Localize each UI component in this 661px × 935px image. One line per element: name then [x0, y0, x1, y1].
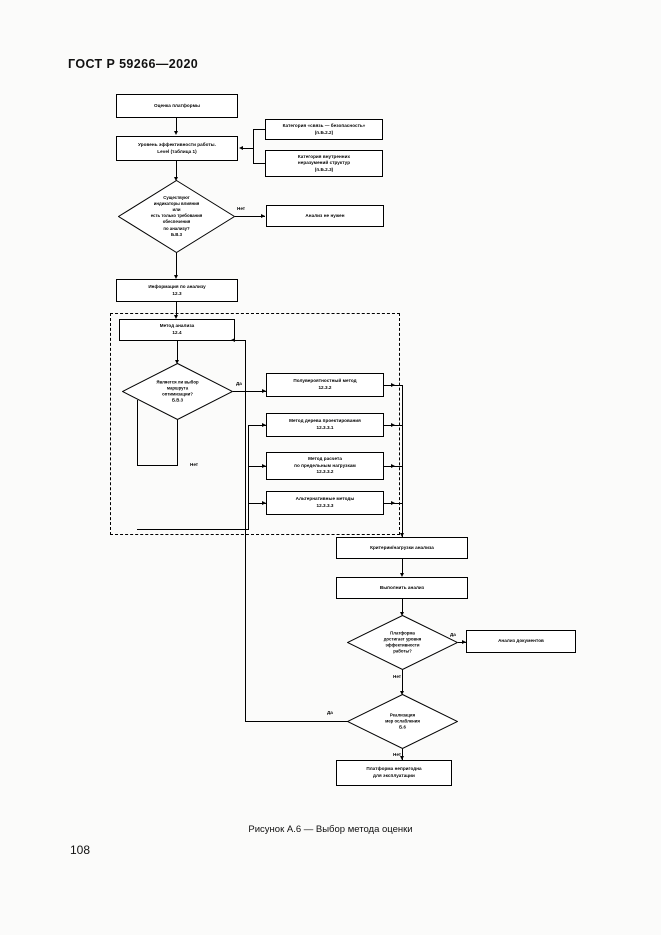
node-category-internal: Категория внутренних неразумений структу… — [265, 150, 383, 177]
node-method-alternative-label: Альтернативные методы 12.3.3.3 — [295, 496, 355, 508]
arrowhead-left — [231, 338, 235, 342]
node-document-analysis: Анализ документов — [466, 630, 576, 653]
node-perform-analysis-label: Выполнить анализ — [379, 584, 425, 590]
arrowhead-right — [262, 464, 266, 468]
edge-mitigation-loop-up — [245, 340, 246, 722]
edge-platform-to-level — [176, 118, 177, 132]
edge-perform-to-decision — [402, 599, 403, 613]
arrowhead-down — [400, 691, 404, 695]
node-decision-reaches-level: Платформа достигает уровня эффективности… — [347, 615, 458, 670]
edge-label-no-indicators: Нет — [237, 206, 246, 211]
edge-bus-to-design-tree — [248, 425, 266, 426]
edge-label-yes-route: Да — [236, 381, 242, 386]
node-method-semiprob-label: Полувероятностный метод 12.3.2 — [293, 378, 357, 390]
arrowhead-down — [174, 275, 178, 279]
arrowhead-down — [400, 573, 404, 577]
node-method-limit-loads-label: Метод расчета по предельным нагрузкам 12… — [294, 456, 356, 475]
edge-category-internal-stub — [253, 163, 265, 164]
edge-label-no-mitigation: Нет — [393, 752, 402, 757]
edge-bus-to-limit-loads — [248, 466, 266, 467]
edge-label-no-reaches: Нет — [393, 674, 402, 679]
node-performance-level-label: Уровень эффективности работы. Level (таб… — [138, 141, 216, 154]
diamond-outline — [118, 180, 235, 253]
edge-mitigation-yes — [245, 721, 348, 722]
edge-reaches-no — [402, 670, 403, 692]
node-decision-indicators: Существуют индикаторы влияния или есть т… — [118, 180, 235, 253]
arrowhead-right — [391, 501, 395, 505]
diamond-outline — [122, 363, 233, 420]
arrowhead-down — [175, 360, 179, 364]
arrowhead-right — [391, 464, 395, 468]
arrowhead-right — [262, 501, 266, 505]
node-analysis-method-label: Метод анализа 12.4 — [159, 323, 195, 335]
arrowhead-down — [400, 533, 404, 537]
edge-decision-indicators-no — [235, 216, 265, 217]
method-selection-group — [110, 313, 400, 535]
edge-route-no-bus — [137, 400, 138, 465]
arrowhead-down — [174, 131, 178, 135]
arrowhead-right — [391, 383, 395, 387]
node-category-safety-label: Категория «связь — безопасность» (п.Б.2.… — [282, 122, 366, 135]
edge-label-yes-reaches: Да — [450, 632, 456, 637]
edge-right-collector-bus — [402, 385, 403, 537]
node-document-analysis-label: Анализ документов — [498, 638, 544, 644]
edge-info-to-method — [176, 302, 177, 316]
node-analysis-not-needed-label: Анализ не нужен — [305, 212, 345, 218]
arrowhead-down — [174, 177, 178, 181]
node-decision-route: Является ли выбор маршрута оптимизации? … — [122, 363, 233, 420]
node-criteria-loads-label: Критерии/нагрузки анализа — [370, 544, 434, 550]
edge-left-bus — [248, 425, 249, 529]
arrowhead-down — [400, 612, 404, 616]
node-method-limit-loads: Метод расчета по предельным нагрузкам 12… — [266, 452, 384, 480]
node-analysis-method: Метод анализа 12.4 — [119, 319, 235, 341]
edge-category-to-level — [243, 148, 253, 149]
arrowhead-right — [261, 214, 265, 218]
node-platform-assessment-label: Оценка платформы — [154, 102, 200, 108]
node-platform-unfit-label: Платформа непригодна для эксплуатации — [366, 766, 422, 778]
arrowhead-right — [391, 423, 395, 427]
diamond-outline — [347, 694, 458, 749]
node-method-alternative: Альтернативные методы 12.3.3.3 — [266, 491, 384, 515]
edge-route-no-to-bus — [137, 529, 249, 530]
edge-category-safety-stub — [253, 129, 265, 130]
node-platform-assessment: Оценка платформы — [116, 94, 238, 118]
arrowhead-right — [262, 423, 266, 427]
arrowhead-down — [400, 756, 404, 760]
edge-label-no-route: Нет — [190, 462, 199, 467]
node-method-design-tree-label: Метод дерева проектирования 12.3.3.1 — [289, 418, 361, 430]
page-header: ГОСТ Р 59266—2020 — [68, 57, 199, 71]
page-number: 108 — [70, 843, 91, 857]
arrowhead-right — [462, 640, 466, 644]
node-method-design-tree: Метод дерева проектирования 12.3.3.1 — [266, 413, 384, 437]
edge-label-yes-mitigation: Да — [327, 710, 333, 715]
arrowhead-left — [239, 146, 243, 150]
node-analysis-not-needed: Анализ не нужен — [266, 205, 384, 227]
diamond-outline — [347, 615, 458, 670]
node-category-safety: Категория «связь — безопасность» (п.Б.2.… — [265, 119, 383, 140]
node-perform-analysis: Выполнить анализ — [336, 577, 468, 599]
edge-bus-to-alternative — [248, 503, 266, 504]
edge-criteria-to-perform — [402, 559, 403, 574]
edge-category-bus — [253, 129, 254, 164]
node-performance-level: Уровень эффективности работы. Level (таб… — [116, 136, 238, 161]
node-method-semiprob: Полувероятностный метод 12.3.2 — [266, 373, 384, 397]
node-analysis-information-label: Информация по анализу 12.3 — [148, 283, 206, 296]
arrowhead-down — [174, 315, 178, 319]
node-platform-unfit: Платформа непригодна для эксплуатации — [336, 760, 452, 786]
node-category-internal-label: Категория внутренних неразумений структу… — [297, 153, 351, 172]
node-criteria-loads: Критерии/нагрузки анализа — [336, 537, 468, 559]
edge-decision-to-info — [176, 253, 177, 276]
edge-method-to-route — [177, 341, 178, 361]
edge-mitigation-loop-into-method — [235, 340, 246, 341]
edge-level-to-decision — [176, 161, 177, 178]
edge-route-no-down — [177, 420, 178, 465]
arrowhead-right — [262, 389, 266, 393]
edge-route-no-left — [137, 465, 178, 466]
edge-route-yes — [233, 391, 266, 392]
figure-caption: Рисунок А.6 — Выбор метода оценки — [248, 824, 413, 835]
node-analysis-information: Информация по анализу 12.3 — [116, 279, 238, 302]
node-decision-mitigation: Реализация мер ослабления Б.6 — [347, 694, 458, 749]
